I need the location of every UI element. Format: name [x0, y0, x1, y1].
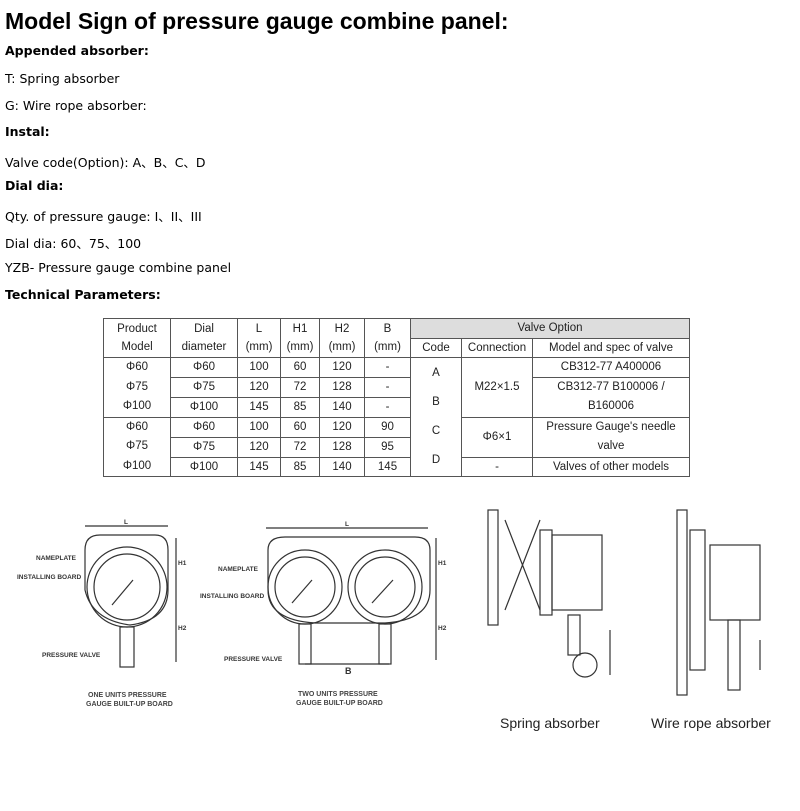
th-L: L(mm)	[237, 318, 281, 358]
wire-rope-absorber-drawing: Wire rope absorber	[651, 509, 771, 731]
cell: Φ100	[170, 456, 238, 477]
spec-cell: CB312-77 A400006	[532, 357, 690, 378]
dim-L: L	[345, 521, 349, 528]
cell: 72	[280, 436, 320, 458]
label-pressure-valve: PRESSURE VALVE	[42, 652, 101, 659]
heading-appended-absorber: Appended absorber:	[5, 43, 149, 58]
label-installing-board: INSTALLING BOARD	[17, 574, 81, 581]
text-yzb: YZB- Pressure gauge combine panel	[5, 260, 232, 275]
caption-two-unit-2: GAUGE BUILT-UP BOARD	[296, 700, 383, 707]
th-code: Code	[410, 337, 462, 358]
label-nameplate: NAMEPLATE	[218, 566, 259, 573]
th-H1: H1(mm)	[280, 318, 320, 358]
cell: 145	[237, 456, 281, 477]
text-valve-code: Valve code(Option): A、B、C、D	[5, 155, 206, 170]
text-spring: T: Spring absorber	[5, 71, 120, 86]
cell: 120	[237, 376, 281, 398]
page-title: Model Sign of pressure gauge combine pan…	[5, 8, 509, 34]
cell: 95	[364, 436, 411, 458]
caption-one-unit-2: GAUGE BUILT-UP BOARD	[86, 701, 173, 708]
cell: 140	[319, 456, 365, 477]
connection-cell: Φ6×1	[461, 416, 533, 458]
th-spec: Model and spec of valve	[532, 337, 690, 358]
cell: 85	[280, 456, 320, 477]
heading-dial-dia: Dial dia:	[5, 178, 64, 193]
connection-cell: M22×1.5	[461, 357, 533, 418]
spec-cell: CB312-77 B100006 /B160006	[532, 376, 690, 418]
cell: 128	[319, 436, 365, 458]
text-wire-rope: G: Wire rope absorber:	[5, 98, 147, 113]
cell: -	[364, 357, 411, 378]
label-nameplate: NAMEPLATE	[36, 555, 77, 562]
two-unit-drawing: L H1 H2 B NAMEPLATE INSTALLING BOARD PRE…	[200, 521, 447, 707]
cell: 90	[364, 416, 411, 438]
th-valve-option: Valve Option	[410, 318, 690, 339]
cell: 85	[280, 396, 320, 418]
gauge-panel-drawings: L H1 H2 NAMEPLATE INSTALLING BOARD PRESS…	[17, 509, 771, 731]
cell: 120	[319, 357, 365, 378]
cell: 128	[319, 376, 365, 398]
connection-cell: -	[461, 456, 533, 477]
spring-absorber-drawing: Spring absorber	[487, 509, 611, 731]
spec-cell: Valves of other models	[532, 456, 690, 477]
label-pressure-valve: PRESSURE VALVE	[224, 656, 283, 663]
dim-B: B	[345, 666, 352, 676]
cell: Φ60	[170, 416, 238, 438]
cell: 145	[364, 456, 411, 477]
caption-spring-absorber: Spring absorber	[500, 715, 600, 731]
text-qty: Qty. of pressure gauge: I、II、III	[5, 209, 202, 224]
dim-H1: H1	[178, 560, 187, 567]
caption-wire-rope-absorber: Wire rope absorber	[651, 715, 771, 731]
cell: 60	[280, 357, 320, 378]
heading-instal: Instal:	[5, 124, 50, 139]
dim-L: L	[124, 519, 128, 526]
heading-technical: Technical Parameters:	[5, 287, 161, 302]
text-dial-dia: Dial dia: 60、75、100	[5, 236, 142, 251]
caption-two-unit-1: TWO UNITS PRESSURE	[298, 691, 378, 698]
one-unit-drawing: L H1 H2 NAMEPLATE INSTALLING BOARD PRESS…	[17, 519, 187, 708]
th-H2: H2(mm)	[319, 318, 365, 358]
cell: 140	[319, 396, 365, 418]
cell: Φ60	[170, 357, 238, 378]
cell: Φ75	[170, 436, 238, 458]
dim-H1: H1	[438, 560, 447, 567]
th-B: B(mm)	[364, 318, 411, 358]
cell: Φ75	[170, 376, 238, 398]
dim-H2: H2	[438, 625, 447, 632]
caption-one-unit-1: ONE UNITS PRESSURE	[88, 692, 167, 699]
cell: -	[364, 396, 411, 418]
label-installing-board: INSTALLING BOARD	[200, 593, 264, 600]
dim-H2: H2	[178, 625, 187, 632]
cell: 100	[237, 357, 281, 378]
cell: 120	[237, 436, 281, 458]
th-connection: Connection	[461, 337, 533, 358]
cell: 145	[237, 396, 281, 418]
cell: Φ100	[170, 396, 238, 418]
cell: 120	[319, 416, 365, 438]
cell: 60	[280, 416, 320, 438]
cell: -	[364, 376, 411, 398]
cell: 100	[237, 416, 281, 438]
cell: 72	[280, 376, 320, 398]
